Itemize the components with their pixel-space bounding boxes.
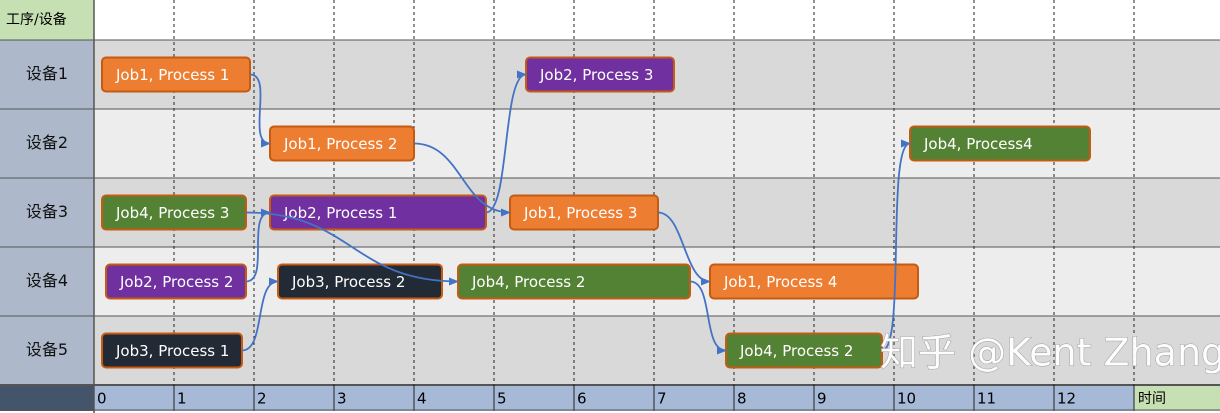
- row-label-cell: [0, 40, 94, 109]
- dependency-arrow: [485, 70, 527, 214]
- gantt-bar-label: Job3, Process 1: [115, 342, 229, 360]
- x-tick-label: 4: [417, 390, 427, 408]
- x-axis-label: 时间: [1138, 391, 1166, 407]
- gantt-bar: Job1, Process 3: [509, 194, 659, 231]
- x-tick-label: 12: [1057, 390, 1076, 408]
- gantt-bar-label: Job1, Process 2: [283, 135, 397, 153]
- gantt-bar: Job1, Process 4: [709, 263, 919, 300]
- gantt-bar-label: Job4, Process4: [923, 135, 1033, 153]
- gantt-bar: Job1, Process 1: [101, 56, 251, 93]
- x-tick-label: 5: [497, 390, 507, 408]
- row-label: 设备4: [26, 271, 68, 290]
- corner-cell: [0, 0, 94, 40]
- axis-row: [94, 385, 1220, 411]
- x-tick-label: 8: [737, 390, 747, 408]
- gantt-bar-label: Job4, Process 2: [739, 342, 853, 360]
- gantt-bar: Job3, Process 1: [101, 332, 243, 369]
- gantt-bar-label: Job2, Process 3: [539, 66, 653, 84]
- dependency-arrow: [657, 211, 711, 286]
- time-label-cell: [1134, 385, 1220, 411]
- gantt-bar: Job2, Process 1: [269, 194, 487, 231]
- x-tick-label: 10: [897, 390, 916, 408]
- dependency-arrow: [881, 139, 911, 352]
- gantt-bar: Job3, Process 2: [277, 263, 443, 300]
- row-label-cell: [0, 316, 94, 385]
- dependency-arrow: [241, 277, 279, 352]
- gantt-bar-label: Job4, Process 3: [115, 204, 229, 222]
- x-tick-label: 11: [977, 390, 996, 408]
- gantt-bar-label: Job1, Process 4: [723, 273, 837, 291]
- x-tick-label: 3: [337, 390, 347, 408]
- gantt-bar: Job4, Process4: [909, 125, 1091, 162]
- row-band: [94, 316, 1220, 385]
- gantt-bar: Job2, Process 2: [105, 263, 247, 300]
- row-labels: 设备1 设备2 设备3 设备4 设备5: [26, 64, 68, 359]
- watermark: 知乎 @Kent Zhang: [880, 331, 1220, 375]
- x-tick-label: 1: [177, 390, 187, 408]
- x-tick-label: 0: [97, 390, 107, 408]
- axis-corner-cell: [0, 385, 94, 411]
- row-label-cell: [0, 109, 94, 178]
- gantt-bar-label: Job2, Process 2: [119, 273, 233, 291]
- gantt-bar: Job4, Process 3: [101, 194, 247, 231]
- row-label-cell: [0, 247, 94, 316]
- dependency-arrow: [249, 73, 271, 148]
- gantt-bar: Job2, Process 3: [525, 56, 675, 93]
- row-label: 设备2: [26, 133, 68, 152]
- x-tick-label: 6: [577, 390, 587, 408]
- dependency-arrow: [245, 208, 271, 283]
- row-label: 设备1: [26, 64, 68, 83]
- gantt-bar-label: Job1, Process 3: [523, 204, 637, 222]
- x-tick-label: 9: [817, 390, 827, 408]
- row-label-cell: [0, 178, 94, 247]
- row-label: 设备5: [26, 340, 68, 359]
- corner-label: 工序/设备: [6, 11, 67, 28]
- gantt-bar-label: Job1, Process 1: [115, 66, 229, 84]
- dependency-arrow: [245, 211, 459, 286]
- gantt-bar-label: Job3, Process 2: [291, 273, 405, 291]
- dependency-arrow: [689, 280, 727, 355]
- gantt-bar: Job1, Process 2: [269, 125, 415, 162]
- x-tick-label: 7: [657, 390, 667, 408]
- gantt-bar-label: Job4, Process 2: [471, 273, 585, 291]
- gantt-bar: Job4, Process 2: [457, 263, 691, 300]
- gantt-bar-label: Job2, Process 1: [283, 204, 397, 222]
- x-tick-label: 2: [257, 390, 267, 408]
- dependency-arrows: [241, 70, 911, 355]
- row-label: 设备3: [26, 202, 68, 221]
- gantt-bar: Job4, Process 2: [725, 332, 883, 369]
- gantt-bars: Job1, Process 1 Job2, Process 3 Job1, Proc…: [101, 56, 1091, 369]
- dependency-arrow: [413, 142, 511, 217]
